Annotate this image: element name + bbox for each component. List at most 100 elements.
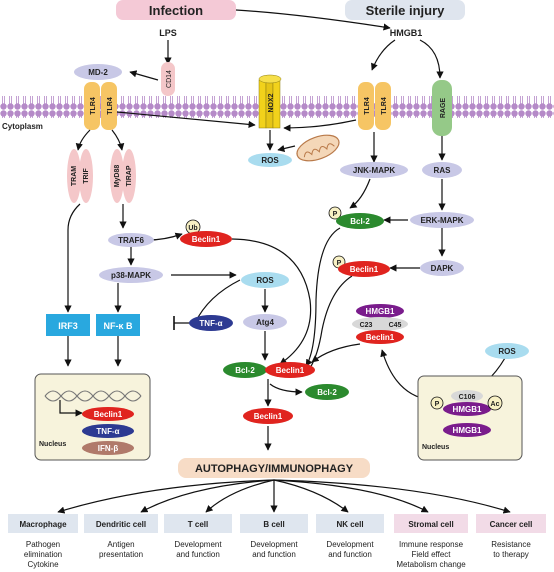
beclin1-to-complex-arrow xyxy=(231,238,312,365)
cell-name-tcell: T cell xyxy=(188,520,208,529)
tnfa-node xyxy=(189,315,233,331)
cell-desc1-nkcell: Development xyxy=(326,540,374,549)
trif-label: TRIF xyxy=(83,168,90,184)
cell-name-stromal: Stromal cell xyxy=(408,520,453,529)
dna-helix-icon xyxy=(44,390,142,402)
beclin1-complex-bottom xyxy=(356,330,404,344)
ros-center-label: ROS xyxy=(256,276,274,285)
cell-box-dendritic xyxy=(84,514,158,533)
cell-desc2-tcell: and function xyxy=(176,550,220,559)
ros-node-top xyxy=(248,153,292,167)
beclin1-complex-node xyxy=(265,362,315,378)
nucleus-right-label: Nucleus xyxy=(422,444,449,451)
cell-name-cancer: Cancer cell xyxy=(490,520,533,529)
ros-right-label: ROS xyxy=(498,347,516,356)
cell-desc2-macrophage: elimination xyxy=(24,550,62,559)
cell-desc2-nkcell: and function xyxy=(328,550,372,559)
bcl2-phospho-node xyxy=(336,213,384,229)
atg4-node xyxy=(243,314,287,330)
tnfa-label: TNF-α xyxy=(199,319,222,328)
traf6-node xyxy=(108,233,154,247)
beclin1-released-node xyxy=(243,408,293,424)
cell-desc2-bcell: and function xyxy=(252,550,296,559)
cell-desc3-stromal: Metabolism change xyxy=(396,560,466,569)
cell-name-bcell: B cell xyxy=(263,520,284,529)
phospho-bcl2-label: P xyxy=(333,211,338,218)
dapk-label: DAPK xyxy=(431,264,454,273)
c106-residue xyxy=(451,390,483,402)
cell-name-dendritic: Dendritic cell xyxy=(96,520,146,529)
bcl2-complex-label: Bcl-2 xyxy=(235,366,255,375)
nfkb-label: NF-κ B xyxy=(103,321,133,331)
beclin1-complex-label: Beclin1 xyxy=(366,333,395,342)
autophagy-banner xyxy=(178,458,370,478)
ras-node xyxy=(422,162,462,178)
ros-top-label: ROS xyxy=(261,156,279,165)
cytoplasm-label: Cytoplasm xyxy=(2,122,43,131)
p38-label: p38-MAPK xyxy=(111,271,151,280)
beclin1-released-label: Beclin1 xyxy=(254,412,283,421)
md2-label: MD-2 xyxy=(88,68,108,77)
c106-label: C106 xyxy=(459,394,476,401)
cell-desc1-macrophage: Pathogen xyxy=(26,540,60,549)
phospho-beclin1-label: P xyxy=(337,260,342,267)
ras-label: RAS xyxy=(434,166,452,175)
nfkb-box xyxy=(96,314,140,336)
cell-box-cancer xyxy=(476,514,546,533)
dapk-node xyxy=(420,260,464,276)
top-arrows xyxy=(129,9,444,81)
irf3-box xyxy=(46,314,90,336)
nucleus-ifnb xyxy=(82,441,134,455)
md2-node xyxy=(74,64,122,80)
ros-node-center xyxy=(241,272,289,288)
atg4-label: Atg4 xyxy=(256,318,274,327)
myd88-node xyxy=(110,149,124,203)
complex-arrows xyxy=(264,379,303,451)
cell-desc2-stromal: Field effect xyxy=(412,550,452,559)
jnk-label: JNK-MAPK xyxy=(353,166,395,175)
cell-name-macrophage: Macrophage xyxy=(19,520,67,529)
hmgb1-nucleus-modified-label: HMGB1 xyxy=(453,405,482,414)
tlr4-left-a xyxy=(84,82,100,130)
hmgb1-nucleus-label: HMGB1 xyxy=(453,426,482,435)
cd14-node xyxy=(161,62,175,96)
left-pathway-arrows xyxy=(64,203,241,367)
acetyl-tag xyxy=(487,395,503,411)
cell-box-nkcell xyxy=(316,514,384,533)
tram-node xyxy=(67,149,81,203)
cell-desc3-macrophage: Cytokine xyxy=(27,560,59,569)
mitochondrion-icon xyxy=(296,134,340,162)
rage-receptor xyxy=(432,80,452,136)
cell-name-nkcell: NK cell xyxy=(336,520,363,529)
hmgb1-nucleus xyxy=(443,423,491,437)
tlr4-left-a-label: TLR4 xyxy=(90,97,97,115)
cell-box-tcell xyxy=(164,514,232,533)
nox2-complex xyxy=(258,74,282,129)
cell-desc1-dendritic: Antigen xyxy=(107,540,134,549)
hmgb1-complex-label: HMGB1 xyxy=(366,307,395,316)
bcl2-phospho-label: Bcl-2 xyxy=(350,217,370,226)
autophagy-title: AUTOPHAGY/IMMUNOPHAGY xyxy=(195,463,354,475)
erk-label: ERK-MAPK xyxy=(420,216,463,225)
membrane-arrows xyxy=(75,111,446,163)
cys-residues-band xyxy=(352,317,408,331)
bcl2-released-label: Bcl-2 xyxy=(317,388,337,397)
cell-desc1-stromal: Immune response xyxy=(399,540,464,549)
beclin1-complex-node-label: Beclin1 xyxy=(276,366,305,375)
right-pathway-arrows xyxy=(305,178,506,401)
beclin1-phospho-label: Beclin1 xyxy=(350,265,379,274)
tlr4-left-b-label: TLR4 xyxy=(107,97,114,115)
tlr4-right-a-label: TLR4 xyxy=(364,97,371,115)
bcl2-released-node xyxy=(305,384,349,400)
cell-desc2-cancer: to therapy xyxy=(493,550,529,559)
nucleus-tnfa xyxy=(82,424,134,438)
acetyl-label: Ac xyxy=(491,401,500,408)
infection-box xyxy=(116,0,236,20)
nucleus-beclin1 xyxy=(82,407,134,421)
lps-label: LPS xyxy=(159,28,177,38)
cell-desc2-dendritic: presentation xyxy=(99,550,143,559)
p38-mapk-node xyxy=(99,267,163,283)
erk-mapk-node xyxy=(410,212,474,228)
cell-desc1-cancer: Resistance xyxy=(491,540,531,549)
